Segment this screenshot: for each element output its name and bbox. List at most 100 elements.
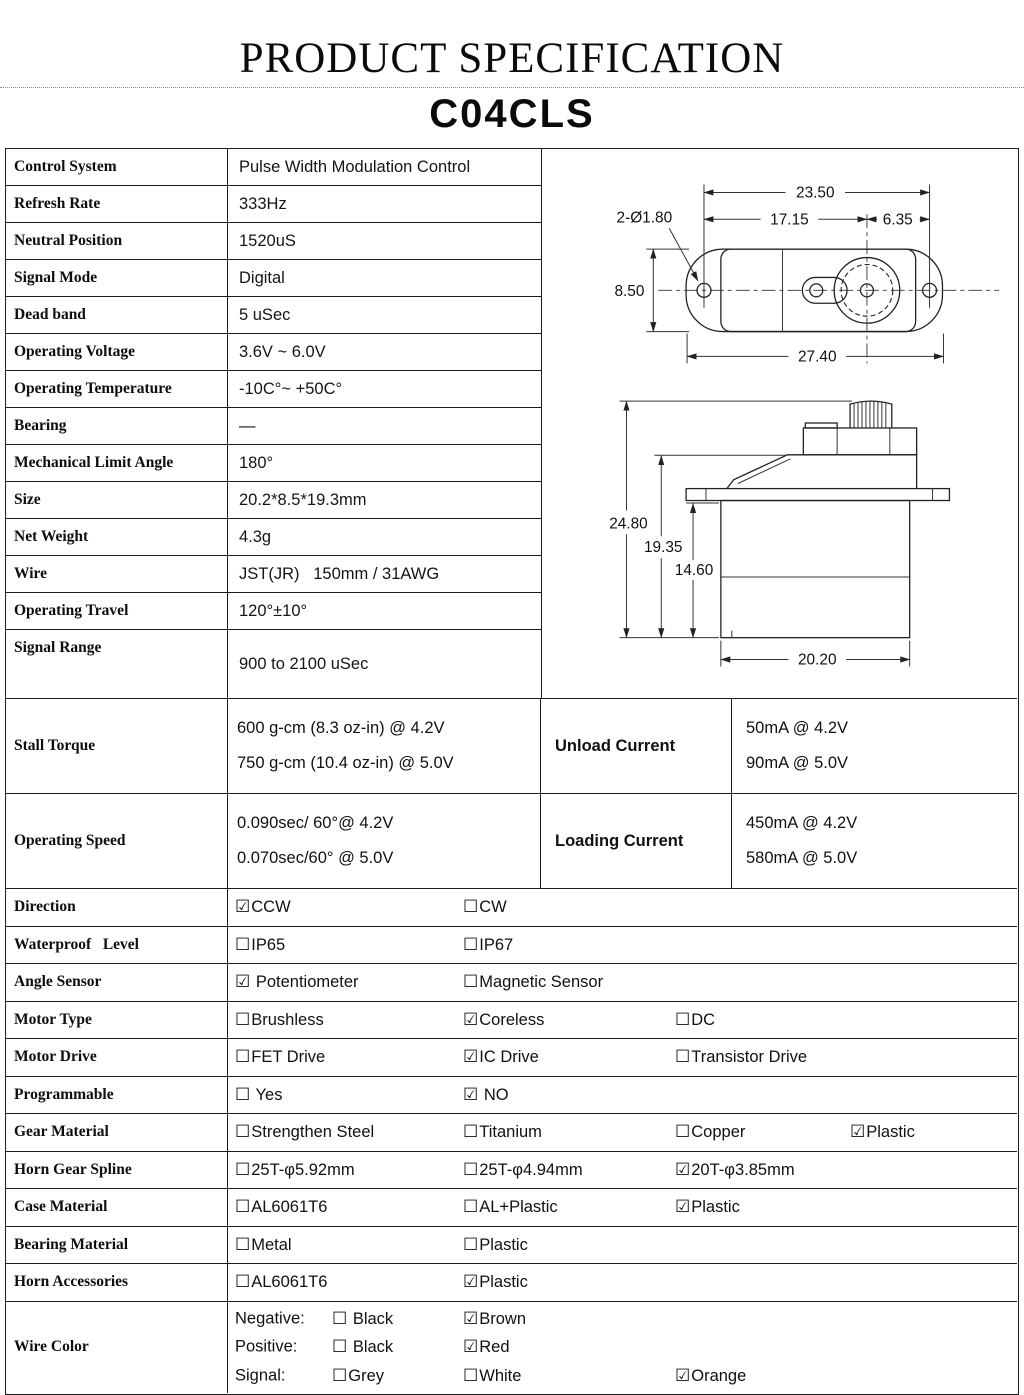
table-row: Operating Temperature-10C°~ +50C° bbox=[6, 371, 541, 408]
wire-color-cell: Negative: ☐ Black ☑Brown Positive: ☐ Bla… bbox=[228, 1302, 1017, 1394]
table-row: Bearing — bbox=[6, 408, 541, 445]
checkbox-icon: ☑ bbox=[463, 1337, 479, 1357]
checkbox-option: ☑Plastic bbox=[850, 1122, 915, 1142]
dim-flange-height: 8.50 bbox=[614, 283, 644, 300]
options-section: Direction ☑CCW ☐CW Waterproof Level ☐IP6… bbox=[6, 889, 1017, 1393]
option-label: Transistor Drive bbox=[691, 1048, 808, 1067]
checkbox-icon: ☐ bbox=[463, 1234, 479, 1254]
option-label: Brushless bbox=[251, 1010, 324, 1029]
table-row: Gear Material ☐Strengthen Steel ☐Titaniu… bbox=[6, 1114, 1017, 1152]
row-label: Motor Type bbox=[6, 1001, 228, 1038]
checkbox-option: ☐DC bbox=[675, 1010, 715, 1030]
row-value: 3.6V ~ 6.0V bbox=[239, 342, 326, 361]
row-label: Net Weight bbox=[6, 519, 228, 555]
table-row: Waterproof Level ☐IP65 ☐IP67 bbox=[6, 926, 1017, 964]
performance-section: Stall Torque 600 g-cm (8.3 oz-in) @ 4.2V… bbox=[6, 699, 1017, 889]
row-label: Case Material bbox=[6, 1189, 228, 1226]
checkbox-option: ☐AL+Plastic bbox=[463, 1197, 558, 1217]
checkbox-icon: ☐ bbox=[463, 1365, 479, 1385]
value-line: 0.090sec/ 60°@ 4.2V bbox=[237, 814, 394, 832]
row-label: Dead band bbox=[6, 297, 228, 333]
checkbox-icon: ☐ bbox=[675, 1009, 691, 1029]
row-value: 20.2*8.5*19.3mm bbox=[239, 490, 367, 509]
checkbox-option: ☑ NO bbox=[463, 1085, 509, 1105]
stall-torque-values: 600 g-cm (8.3 oz-in) @ 4.2V 750 g-cm (10… bbox=[228, 699, 541, 793]
option-label: DC bbox=[691, 1010, 716, 1029]
option-cell: ☐Metal ☐Plastic bbox=[228, 1227, 1017, 1264]
checkbox-icon: ☐ bbox=[463, 1197, 479, 1217]
row-label: Bearing Material bbox=[6, 1226, 228, 1263]
table-row: Case Material ☐AL6061T6 ☐AL+Plastic ☑Pla… bbox=[6, 1189, 1017, 1227]
checkbox-option: ☐AL6061T6 bbox=[235, 1272, 327, 1292]
loading-current-values: 450mA @ 4.2V 580mA @ 5.0V bbox=[732, 794, 1017, 888]
option-label: IP65 bbox=[251, 935, 286, 954]
table-row: Horn Accessories ☐AL6061T6 ☑Plastic bbox=[6, 1264, 1017, 1302]
checkbox-icon: ☐ bbox=[235, 1197, 251, 1217]
option-label: White bbox=[479, 1366, 522, 1385]
model-name: C04CLS bbox=[429, 92, 595, 136]
option-label: 25T-φ5.92mm bbox=[251, 1160, 355, 1179]
option-label: Metal bbox=[251, 1235, 292, 1254]
checkbox-option: ☑Red bbox=[463, 1337, 510, 1357]
wire-role-label: Signal: bbox=[235, 1366, 286, 1385]
table-row: Angle Sensor ☑ Potentiometer ☐Magnetic S… bbox=[6, 964, 1017, 1002]
option-cell: ☑CCW ☐CW bbox=[228, 889, 1017, 926]
option-label: AL6061T6 bbox=[251, 1273, 328, 1292]
row-label: Programmable bbox=[6, 1076, 228, 1113]
option-cell: ☐FET Drive ☑IC Drive ☐Transistor Drive bbox=[228, 1039, 1017, 1076]
checkbox-icon: ☐ bbox=[235, 1009, 251, 1029]
option-label: IP67 bbox=[479, 935, 514, 954]
dim-left-span: 17.15 bbox=[770, 211, 809, 228]
checkbox-option: ☐White bbox=[463, 1366, 521, 1386]
dim-total-height: 24.80 bbox=[609, 515, 648, 532]
option-label: Strengthen Steel bbox=[251, 1123, 375, 1142]
option-label: Magnetic Sensor bbox=[479, 973, 604, 992]
row-value: 5 uSec bbox=[239, 305, 291, 324]
value-line: 750 g-cm (10.4 oz-in) @ 5.0V bbox=[237, 754, 454, 772]
checkbox-option: ☑Coreless bbox=[463, 1010, 544, 1030]
value-line: 450mA @ 4.2V bbox=[746, 814, 858, 832]
row-label: Angle Sensor bbox=[6, 964, 228, 1001]
option-label: CCW bbox=[251, 898, 291, 917]
checkbox-option: ☐Transistor Drive bbox=[675, 1047, 807, 1067]
row-label: Bearing bbox=[6, 408, 228, 444]
checkbox-icon: ☑ bbox=[850, 1122, 866, 1142]
checkbox-option: ☐Strengthen Steel bbox=[235, 1122, 374, 1142]
checkbox-option: ☐CW bbox=[463, 897, 507, 917]
table-row: Operating Speed 0.090sec/ 60°@ 4.2V 0.07… bbox=[6, 794, 1017, 889]
option-label: Coreless bbox=[479, 1010, 545, 1029]
dim-hole-span: 23.50 bbox=[796, 184, 835, 201]
option-label: Plastic bbox=[866, 1123, 915, 1142]
option-label: Black bbox=[348, 1338, 394, 1357]
row-label: Stall Torque bbox=[6, 699, 228, 793]
checkbox-option: ☐25T-φ5.92mm bbox=[235, 1160, 355, 1180]
checkbox-icon: ☐ bbox=[235, 1047, 251, 1067]
row-label: Wire bbox=[6, 556, 228, 592]
wire-role-label: Negative: bbox=[235, 1309, 305, 1328]
checkbox-icon: ☐ bbox=[463, 1159, 479, 1179]
checkbox-option: ☐Plastic bbox=[463, 1235, 528, 1255]
checkbox-icon: ☐ bbox=[332, 1308, 348, 1328]
hole-callout-label: 2-Ø1.80 bbox=[617, 209, 673, 226]
row-value: 333Hz bbox=[239, 194, 287, 213]
row-label: Operating Speed bbox=[6, 794, 228, 888]
spline-hatching bbox=[853, 401, 887, 428]
checkbox-option: ☐AL6061T6 bbox=[235, 1197, 327, 1217]
top-view-drawing: 23.50 17.15 6.35 8.50 27.40 2 bbox=[614, 184, 1000, 365]
page-title: PRODUCT SPECIFICATION bbox=[239, 35, 785, 82]
option-label: Plastic bbox=[479, 1235, 528, 1254]
checkbox-option: ☐Brushless bbox=[235, 1010, 324, 1030]
row-value: — bbox=[239, 416, 256, 435]
checkbox-icon: ☐ bbox=[235, 1234, 251, 1254]
checkbox-option: ☑ Potentiometer bbox=[235, 972, 359, 992]
row-label: Motor Drive bbox=[6, 1039, 228, 1076]
row-value: 120°±10° bbox=[239, 601, 308, 620]
checkbox-option: ☑Plastic bbox=[675, 1197, 740, 1217]
option-label: AL6061T6 bbox=[251, 1198, 328, 1217]
option-label: Potentiometer bbox=[251, 973, 359, 992]
